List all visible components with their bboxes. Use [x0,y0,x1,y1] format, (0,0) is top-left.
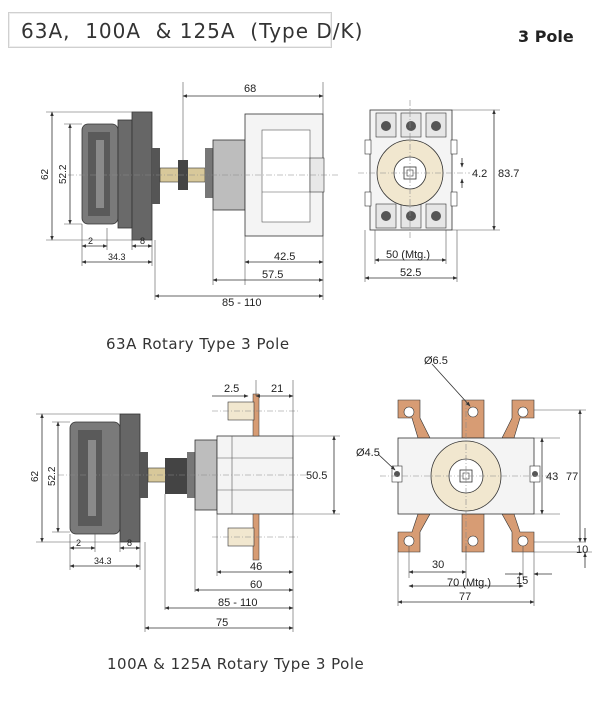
dim-77-vertical: 77 [566,471,578,483]
dim-68: 68 [244,83,256,95]
dim-15: 15 [516,575,528,587]
dim-77-horizontal: 77 [459,591,471,603]
dim-85-110-bottom: 85 - 110 [218,597,258,609]
dim-21: 21 [271,383,283,395]
caption-100a-125a: 100A & 125A Rotary Type 3 Pole [107,655,365,673]
pole-label: 3 Pole [518,27,574,46]
dim-57-5: 57.5 [262,269,283,281]
dim-42-5: 42.5 [274,251,295,263]
dim-46: 46 [250,561,262,573]
dim-8: 8 [140,236,145,246]
dim-52-5: 52.5 [400,267,421,279]
dim-2-5: 2.5 [224,383,239,395]
dim-34-3: 34.3 [108,252,126,262]
dim-8-bottom: 8 [127,538,132,548]
title-box: 63A, 100A & 125A (Type D/K) [8,12,362,48]
dim-85-110-top: 85 - 110 [222,297,262,309]
dim-2-bottom: 2 [76,538,81,548]
dim-4-2: 4.2 [472,168,487,180]
side-view-63a [81,111,325,241]
dim-34-3-bottom: 34.3 [94,556,112,566]
dim-d6-5: Ø6.5 [424,355,448,367]
caption-63a: 63A Rotary Type 3 Pole [106,335,290,353]
dim-60: 60 [250,579,262,591]
dim-50-mtg: 50 (Mtg.) [386,249,430,261]
dim-30: 30 [432,559,444,571]
front-view-63a [364,109,458,231]
dim-43: 43 [546,471,558,483]
dim-10: 10 [576,544,588,556]
dim-75: 75 [216,617,228,629]
dim-52-2: 52.2 [58,164,69,184]
side-view-125a [69,393,294,561]
dim-62: 62 [40,168,51,180]
dim-70-mtg: 70 (Mtg.) [447,577,491,589]
dim-52-2-bottom: 52.2 [47,466,58,486]
dim-2: 2 [88,236,93,246]
dim-d4-5: Ø4.5 [356,447,380,459]
dim-50-5: 50.5 [306,470,327,482]
page-title: 63A, 100A & 125A (Type D/K) [21,19,364,43]
dim-83-7: 83.7 [498,168,519,180]
dim-62-bottom: 62 [30,470,41,482]
